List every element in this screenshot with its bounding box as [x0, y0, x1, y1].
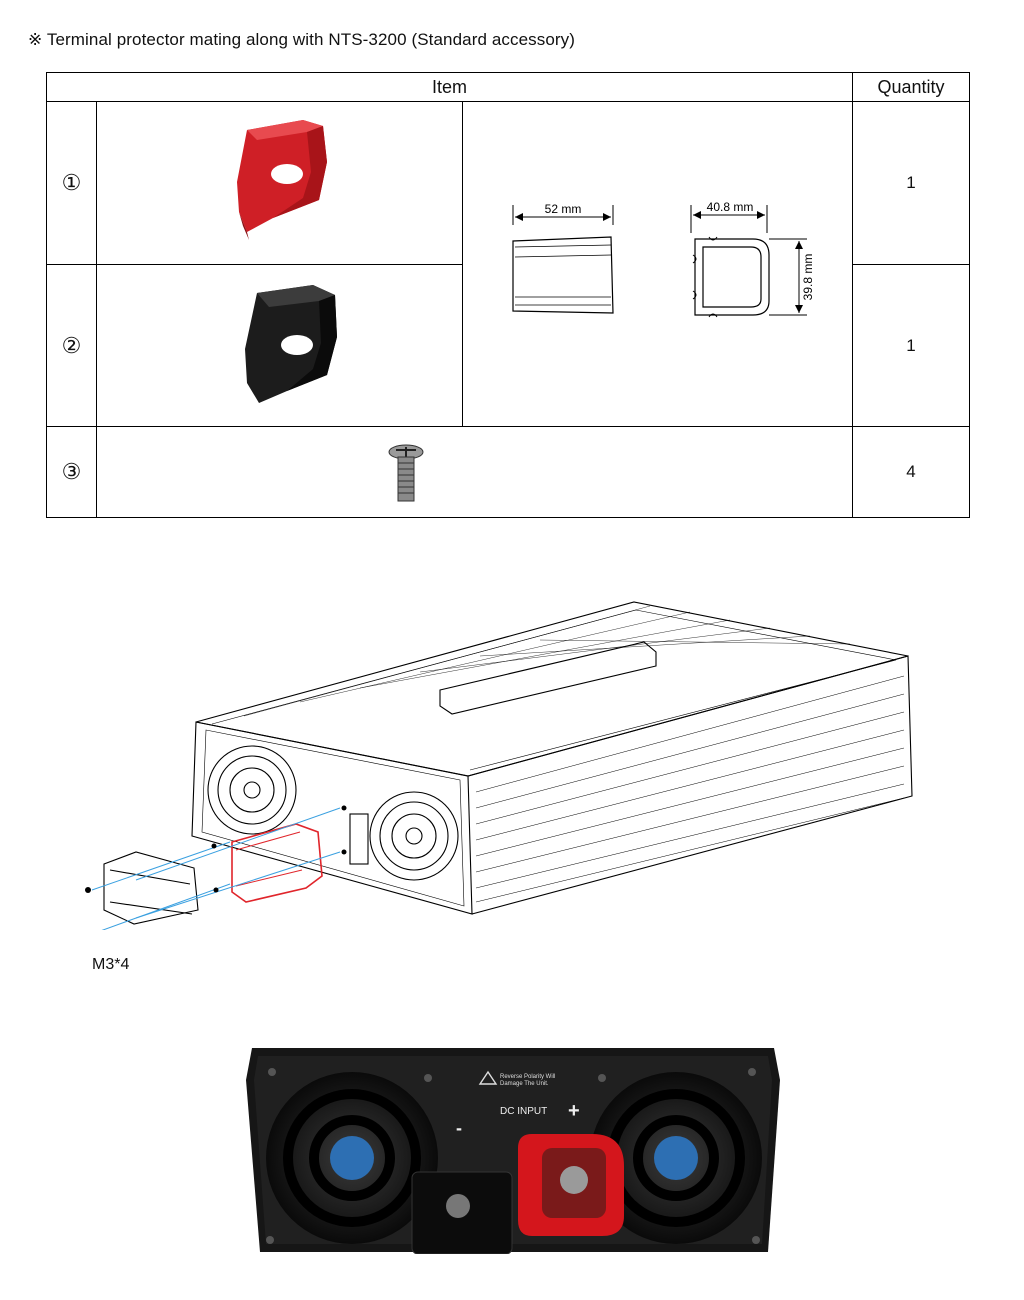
plus-label: + [568, 1100, 580, 1122]
item-header: Item [45, 72, 854, 102]
installation-diagram [85, 601, 913, 930]
screw-icon [95, 426, 854, 518]
width-dimension: 40.8 mm [707, 200, 754, 214]
red-terminal-cover-icon [96, 101, 463, 265]
table-row: ② 1 [46, 264, 971, 427]
height-dimension: 39.8 mm [801, 254, 815, 301]
row-number: ① [46, 101, 97, 265]
row-number: ② [46, 264, 97, 427]
minus-label: - [456, 1118, 462, 1138]
dimension-drawing: 52 mm 40.8 mm 39.8 mm [461, 101, 854, 427]
rear-panel-photo: Reverse Polarity Will Damage The Unit. D… [246, 1040, 780, 1255]
row-quantity: 4 [852, 426, 971, 518]
quantity-header: Quantity [852, 72, 971, 102]
length-dimension: 52 mm [545, 202, 582, 216]
row-number: ③ [46, 426, 97, 518]
table-header-row: Item Quantity [45, 72, 971, 102]
accessory-table: Item Quantity ① 52 mm [45, 72, 971, 518]
table-row: ③ 4 [46, 426, 971, 518]
warning-line-2: Damage The Unit. [500, 1081, 549, 1087]
table-row: ① 52 mm [46, 101, 971, 427]
screw-label: M3*4 [92, 956, 130, 973]
warning-line-1: Reverse Polarity Will [500, 1074, 556, 1080]
dc-input-label: DC INPUT [500, 1106, 548, 1117]
row-quantity: 1 [852, 264, 971, 427]
polarity-warning: Reverse Polarity Will Damage The Unit. [500, 1074, 555, 1088]
accessory-note: ※ Terminal protector mating along with N… [28, 30, 576, 49]
row-quantity: 1 [852, 101, 971, 265]
black-terminal-cover-icon [96, 264, 463, 427]
